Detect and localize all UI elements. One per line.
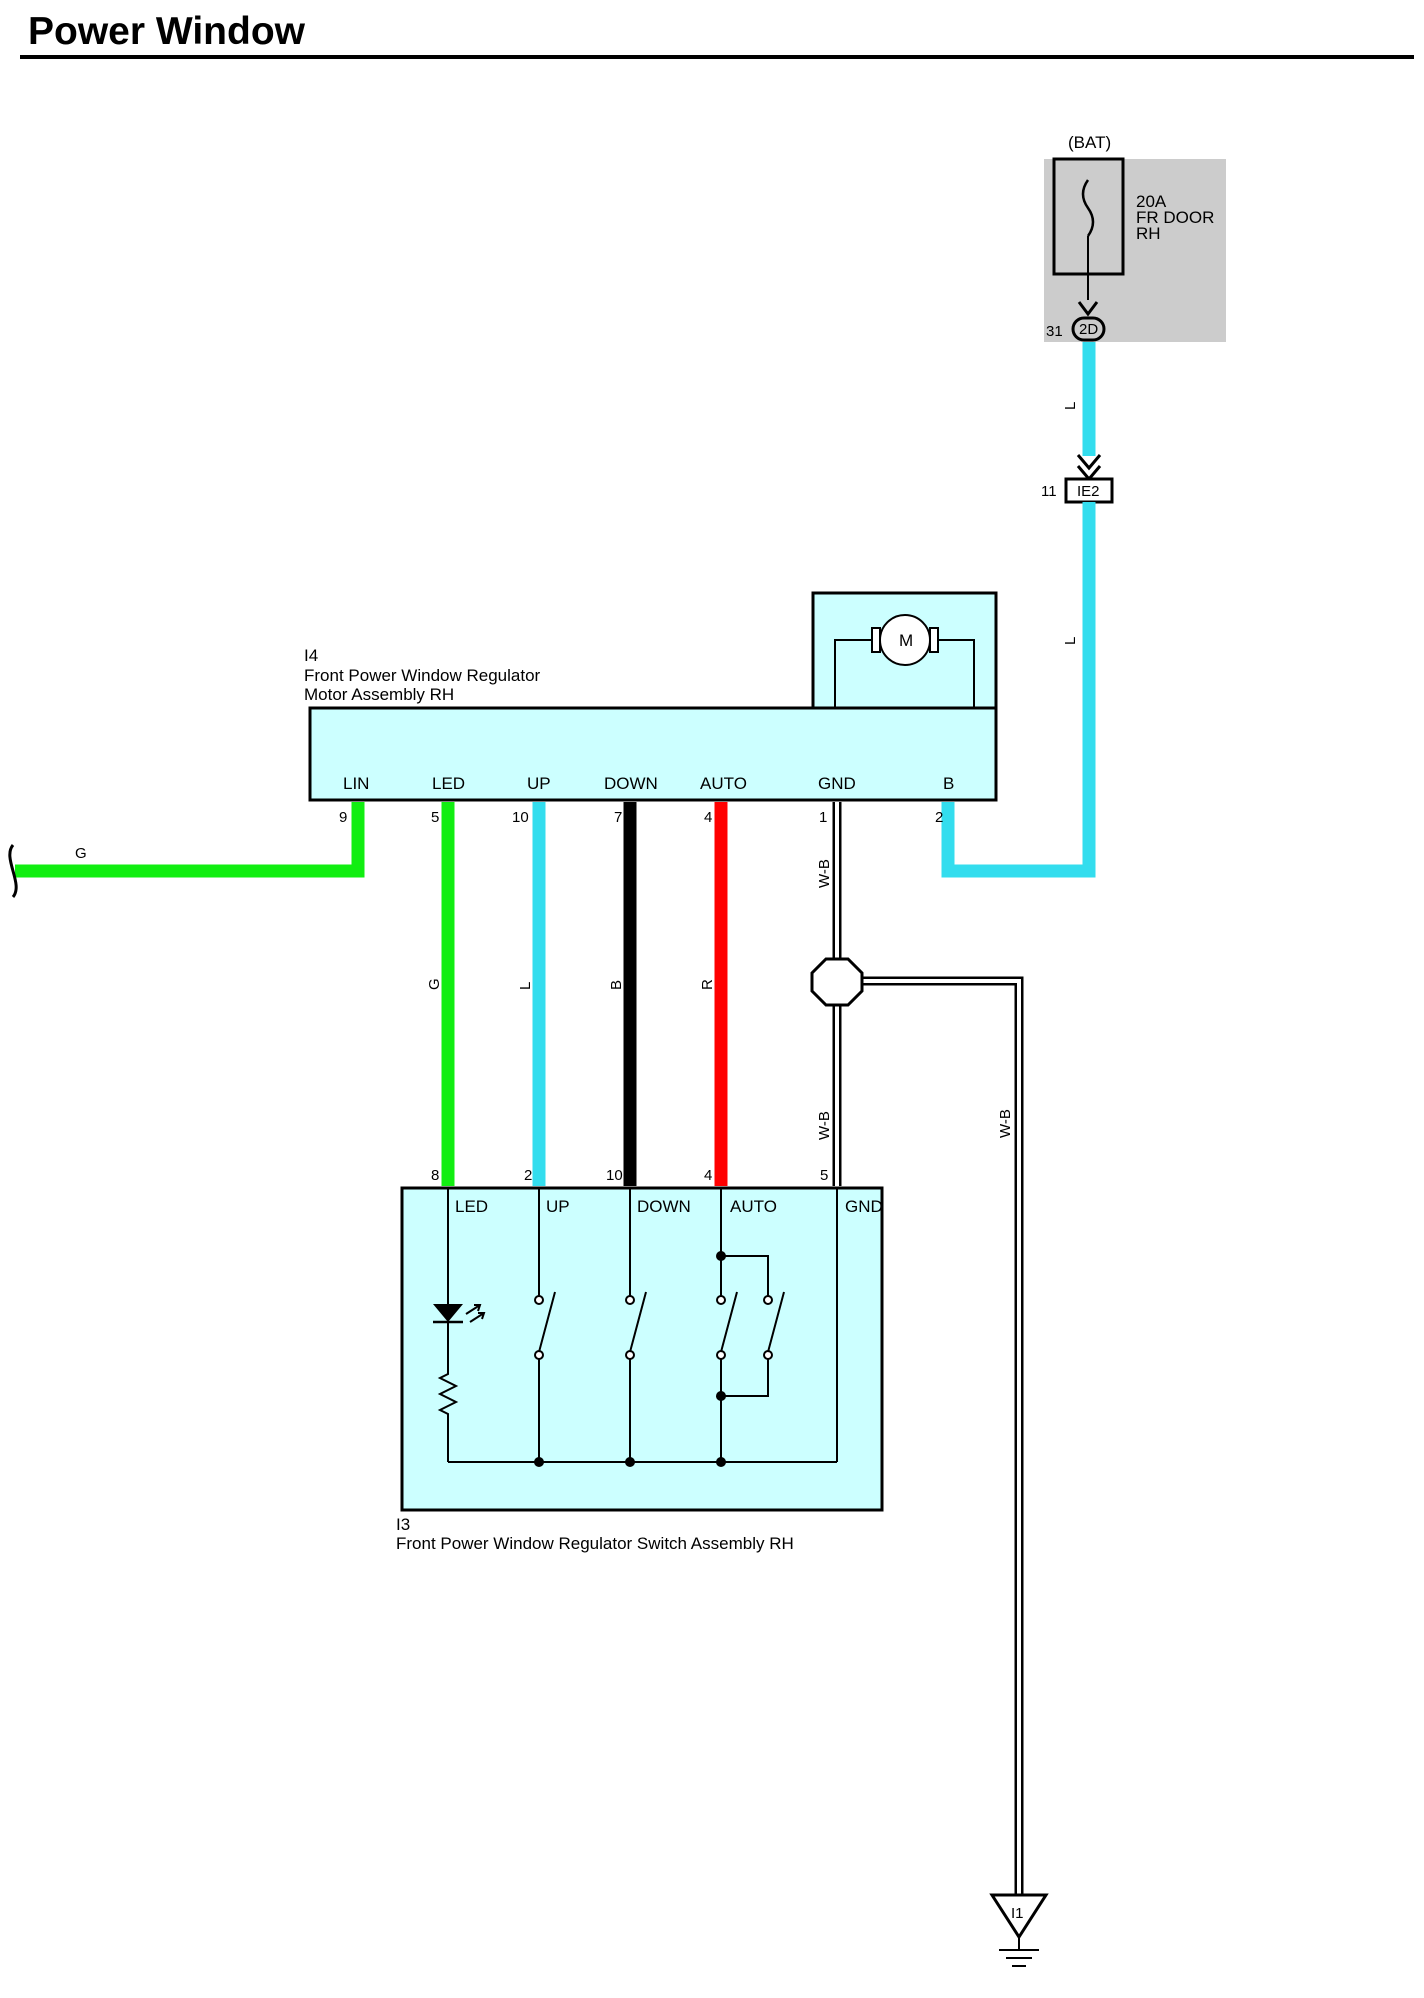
motor-pin-lin: 9 (339, 809, 347, 826)
motor-pin-down: 7 (614, 809, 622, 826)
switch-terminal-gnd: GND (845, 1197, 883, 1216)
fuse-rating: 20A (1136, 192, 1167, 211)
motor-terminal-gnd: GND (818, 774, 856, 793)
motor-symbol: M (899, 631, 913, 650)
auto-switch-icon (716, 1291, 785, 1360)
ground-triangle-icon (989, 1893, 1049, 1940)
fuse-connector-label: 2D (1079, 321, 1098, 338)
motor-leads (834, 639, 975, 708)
up-switch-icon (534, 1291, 556, 1360)
motor-assembly-name-line1: Front Power Window Regulator (304, 666, 541, 685)
fuse-box-background (1044, 159, 1226, 342)
switch-pin-up: 2 (524, 1167, 532, 1184)
switch-terminal-up: UP (546, 1197, 570, 1216)
switch-terminal-auto: AUTO (730, 1197, 777, 1216)
motor-terminal-down: DOWN (604, 774, 658, 793)
up-wire-label: L (517, 982, 534, 990)
motor-terminal-auto: AUTO (700, 774, 747, 793)
motor-assembly: I4 Front Power Window Regulator Motor As… (304, 591, 998, 826)
motor-terminal-lin: LIN (343, 774, 369, 793)
fuse-connector-oval (1071, 316, 1106, 342)
supply-wire: L IE2 11 L (941, 342, 1114, 878)
page-title: Power Window (28, 10, 306, 53)
motor-brush-right (929, 627, 939, 653)
down-switch-icon (625, 1291, 647, 1360)
splice-icon (810, 957, 864, 1007)
supply-wire-lower-label: L (1062, 637, 1079, 645)
switch-assembly-id: I3 (396, 1515, 410, 1534)
resistor-icon (437, 1368, 459, 1422)
fuse-name-line1: FR DOOR (1136, 208, 1214, 227)
motor-terminal-b: B (943, 774, 954, 793)
junction-arrow-icon (1076, 454, 1102, 482)
ground-run-label: W-B (997, 1109, 1014, 1138)
motor-brush-left (871, 627, 881, 653)
switch-pin-gnd: 5 (820, 1167, 828, 1184)
lin-wire-label: G (75, 845, 87, 862)
signal-wires: G L B R (426, 802, 728, 1186)
led-wire-label: G (426, 978, 443, 990)
motor-pin-up: 10 (512, 809, 529, 826)
lin-wire: G (8, 802, 365, 898)
ground-run-outline (860, 976, 1024, 1895)
switch-pin-auto: 4 (704, 1167, 712, 1184)
gnd-wire-upper-label: W-B (816, 859, 833, 888)
supply-wire-upper-label: L (1062, 402, 1079, 410)
supply-wire-lower (941, 502, 1096, 878)
switch-terminal-down: DOWN (637, 1197, 691, 1216)
ground-point: I1 (989, 1893, 1049, 1967)
ground-run-core (860, 979, 1021, 1895)
motor-pin-auto: 4 (704, 809, 712, 826)
switch-internal-wiring (447, 1188, 838, 1463)
fuse-pin: 31 (1046, 323, 1063, 340)
switch-assembly-name: Front Power Window Regulator Switch Asse… (396, 1534, 794, 1553)
led-icon (433, 1304, 463, 1322)
led-light-rays-icon (465, 1304, 486, 1323)
down-wire-label: B (608, 980, 625, 990)
gnd-wire-lower-label: W-B (816, 1111, 833, 1140)
motor-assembly-name-line2: Motor Assembly RH (304, 685, 454, 704)
motor-assembly-id: I4 (304, 646, 318, 665)
switch-pin-led: 8 (431, 1167, 439, 1184)
switch-terminal-led: LED (455, 1197, 488, 1216)
motor-pin-b: 2 (935, 809, 943, 826)
junction-dots (534, 1251, 726, 1467)
fuse-icon (1081, 179, 1095, 237)
switch-pin-down: 10 (606, 1167, 623, 1184)
wire-break-icon (8, 844, 18, 898)
motor-pin-led: 5 (431, 809, 439, 826)
auto-wire-label: R (699, 979, 716, 990)
fuse-block: (BAT) 20A FR DOOR RH 2D 31 (1044, 133, 1226, 342)
motor-terminal-led: LED (432, 774, 465, 793)
junction-pin: 11 (1041, 483, 1057, 500)
switch-assembly-body (400, 1186, 884, 1512)
ground-id: I1 (1011, 1905, 1024, 1922)
motor-icon (879, 614, 931, 666)
switch-assembly: 8 2 10 4 5 LED UP DOWN AUTO GND (396, 1167, 884, 1553)
junction-connector-label: IE2 (1077, 483, 1100, 500)
lin-wire-path (15, 802, 365, 878)
fuse-source-label: (BAT) (1068, 133, 1111, 152)
fuse-name-line2: RH (1136, 224, 1161, 243)
motor-terminal-up: UP (527, 774, 551, 793)
motor-pin-gnd: 1 (819, 809, 827, 826)
ground-wires: W-B W-B W-B (810, 802, 1024, 1895)
motor-assembly-body (308, 706, 998, 802)
connector-arrow-icon (1077, 301, 1099, 317)
